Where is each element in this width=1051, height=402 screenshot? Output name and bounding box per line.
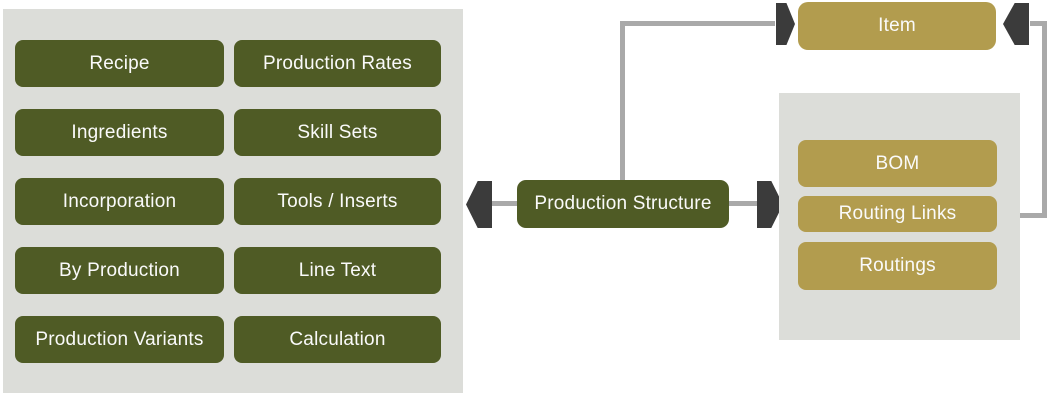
connector-right-vertical xyxy=(1042,21,1047,218)
node-routings: Routings xyxy=(798,242,997,290)
connector-center-to-right-panel xyxy=(729,201,758,206)
node-production-variants: Production Variants xyxy=(15,316,224,363)
node-bom: BOM xyxy=(798,140,997,187)
node-ingredients: Ingredients xyxy=(15,109,224,156)
connector-item-right-horizontal xyxy=(1030,21,1047,26)
node-production-rates: Production Rates xyxy=(234,40,441,87)
node-routing-links: Routing Links xyxy=(798,196,997,232)
node-item: Item xyxy=(798,2,996,50)
node-calculation: Calculation xyxy=(234,316,441,363)
node-line-text: Line Text xyxy=(234,247,441,294)
node-recipe: Recipe xyxy=(15,40,224,87)
connector-center-to-left-panel xyxy=(491,201,517,206)
left-panel-grid: Recipe Production Rates Ingredients Skil… xyxy=(15,40,441,363)
node-tools-inserts: Tools / Inserts xyxy=(234,178,441,225)
connector-into-right-panel xyxy=(1020,213,1047,218)
arrowhead-left-to-left-panel-icon xyxy=(466,181,492,228)
node-skill-sets: Skill Sets xyxy=(234,109,441,156)
left-panel-group: Recipe Production Rates Ingredients Skil… xyxy=(3,9,463,393)
node-incorporation: Incorporation xyxy=(15,178,224,225)
connector-top-horizontal-to-item xyxy=(620,21,775,26)
arrowhead-into-item-right-icon xyxy=(1003,3,1029,45)
connector-center-up-vertical xyxy=(620,21,625,180)
arrowhead-into-item-left-icon xyxy=(776,3,795,45)
node-production-structure: Production Structure xyxy=(517,180,729,228)
node-by-production: By Production xyxy=(15,247,224,294)
